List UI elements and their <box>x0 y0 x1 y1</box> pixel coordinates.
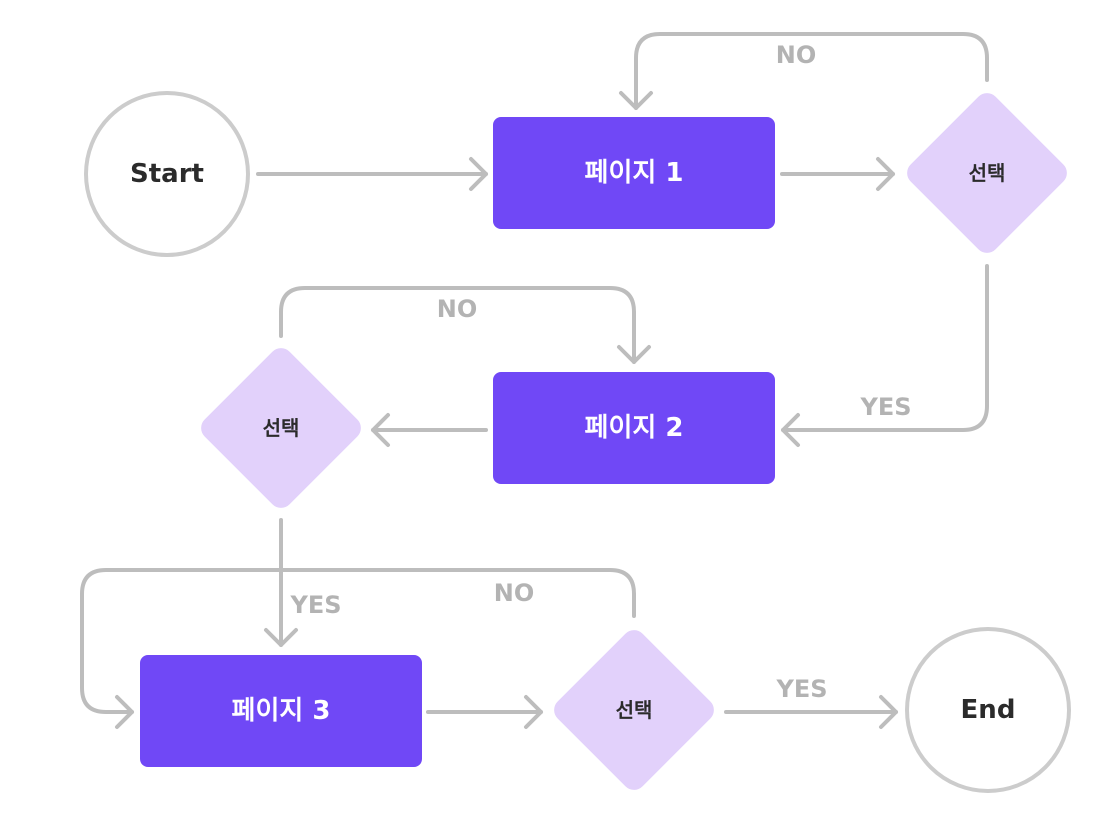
edge-decision3-yes: YES <box>724 675 898 729</box>
page1-label: 페이지 1 <box>585 158 684 188</box>
decision3-diamond <box>554 630 714 790</box>
edge-decision2-no: NO <box>279 286 651 364</box>
decision1-diamond <box>907 93 1067 253</box>
edge-label-no: NO <box>437 295 478 323</box>
decision1-node[interactable]: 선택 <box>902 88 1072 258</box>
edge-label-yes: YES <box>859 393 911 421</box>
arrowhead <box>371 413 390 447</box>
decision2-node[interactable]: 선택 <box>196 343 366 513</box>
arrowhead <box>469 157 488 191</box>
edge-decision3-no: NO <box>80 568 636 729</box>
page2-node[interactable]: 페이지 2 <box>493 372 775 484</box>
end-label: End <box>961 695 1016 725</box>
page3-label: 페이지 3 <box>232 696 331 726</box>
page1-box <box>493 117 775 229</box>
connector-line <box>279 286 636 364</box>
connector-line <box>781 264 989 432</box>
arrowhead <box>617 345 651 364</box>
arrowhead <box>524 695 543 729</box>
page2-label: 페이지 2 <box>585 413 684 443</box>
arrowhead <box>876 157 895 191</box>
start-label: Start <box>130 159 204 189</box>
decision3-node[interactable]: 선택 <box>549 625 719 795</box>
arrowhead <box>879 695 898 729</box>
edge-decision1-yes: YES <box>781 264 989 447</box>
edge-page3-to-decision3 <box>426 695 543 729</box>
edge-decision2-yes: YES <box>264 518 342 647</box>
page2-box <box>493 372 775 484</box>
arrowhead <box>781 413 800 447</box>
end-circle <box>905 627 1071 793</box>
arrowhead <box>619 91 653 110</box>
edge-page2-to-decision2 <box>371 413 488 447</box>
arrowhead <box>115 695 134 729</box>
start-circle <box>84 91 250 257</box>
edge-label-yes: YES <box>775 675 827 703</box>
edge-decision1-no: NO <box>619 32 989 110</box>
decision2-label: 선택 <box>263 416 300 440</box>
edge-page1-to-decision1 <box>780 157 895 191</box>
edge-label-yes: YES <box>289 591 341 619</box>
page1-node[interactable]: 페이지 1 <box>493 117 775 229</box>
start-node[interactable]: Start <box>84 91 250 257</box>
decision1-label: 선택 <box>969 161 1006 185</box>
arrowhead <box>264 628 298 647</box>
edge-start-to-page1 <box>256 157 488 191</box>
end-node[interactable]: End <box>905 627 1071 793</box>
edge-label-no: NO <box>494 579 535 607</box>
page3-node[interactable]: 페이지 3 <box>140 655 422 767</box>
decision2-diamond <box>201 348 361 508</box>
edge-label-no: NO <box>776 41 817 69</box>
connector-line <box>634 32 989 110</box>
decision3-label: 선택 <box>616 698 653 722</box>
connector-line <box>80 568 636 714</box>
page3-box <box>140 655 422 767</box>
